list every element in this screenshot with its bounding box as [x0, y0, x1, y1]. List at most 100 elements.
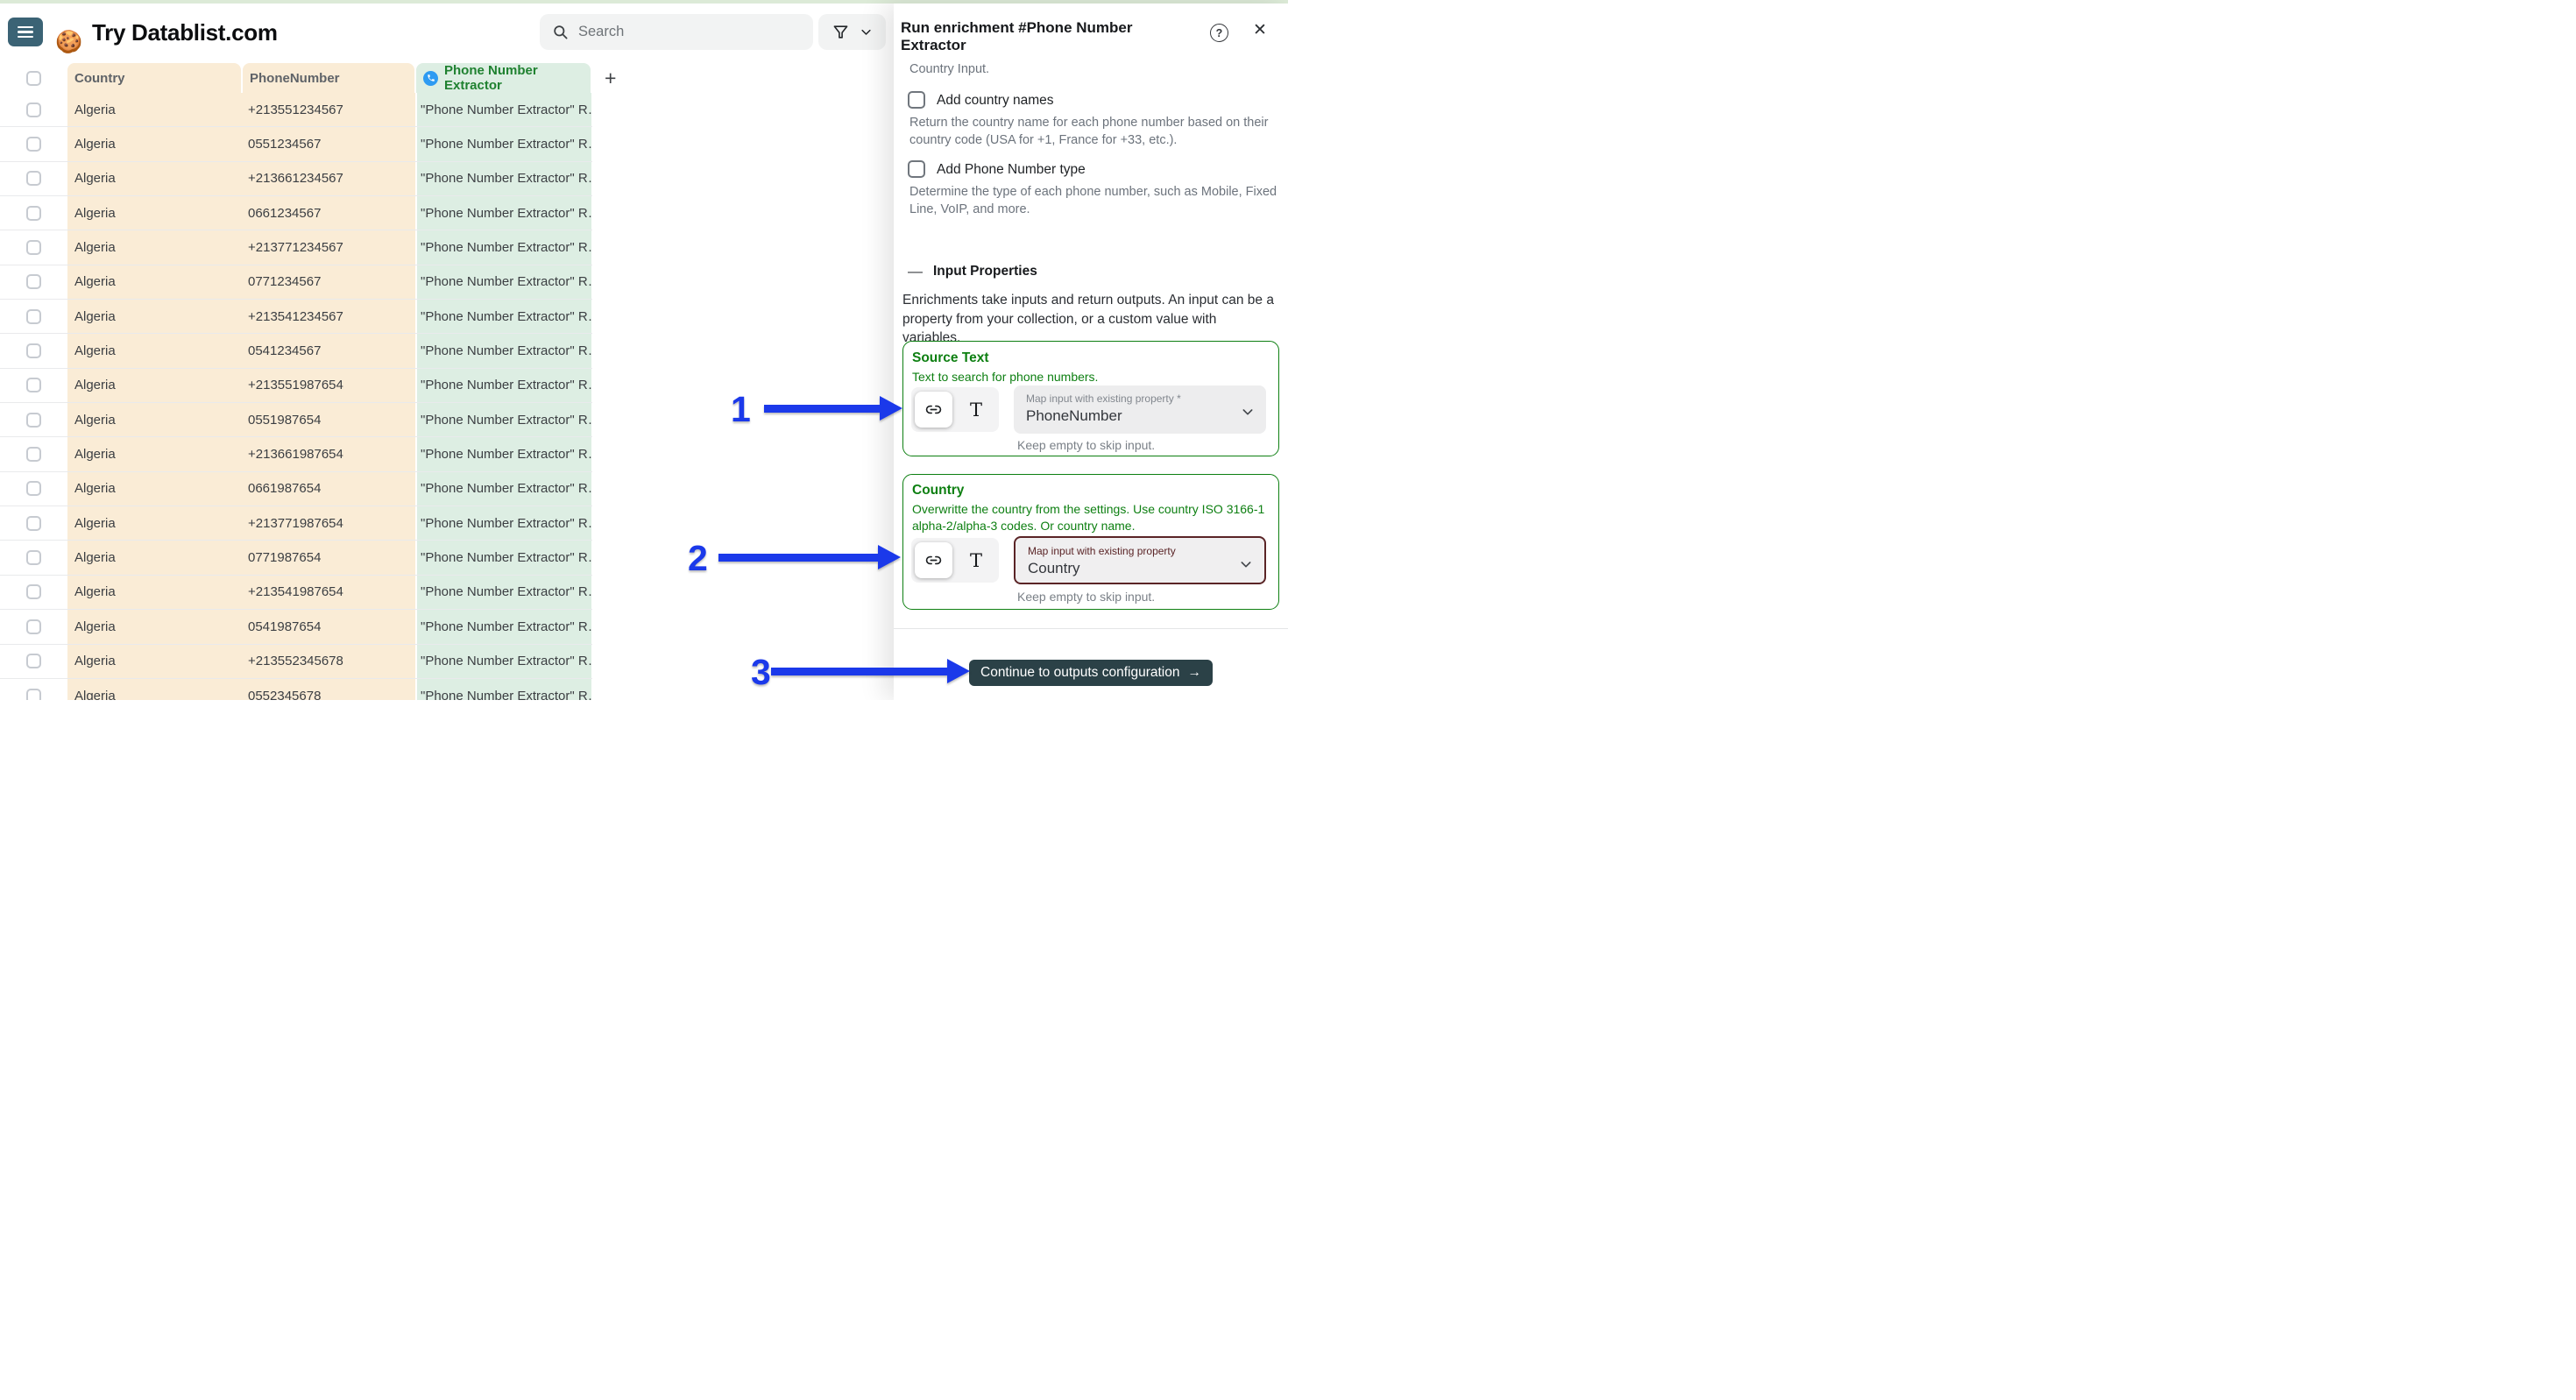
- cell-extractor-result[interactable]: "Phone Number Extractor" R…: [417, 300, 591, 334]
- row-checkbox[interactable]: [25, 619, 41, 634]
- select-all-checkbox[interactable]: [25, 70, 41, 86]
- hamburger-menu-button[interactable]: [8, 18, 43, 46]
- cell-country[interactable]: Algeria: [74, 515, 116, 531]
- cell-extractor-result[interactable]: "Phone Number Extractor" R…: [417, 265, 591, 300]
- row-checkbox[interactable]: [25, 274, 41, 290]
- cell-phonenumber[interactable]: 0551234567: [248, 137, 322, 152]
- input-properties-description: Enrichments take inputs and return outpu…: [902, 293, 1274, 345]
- custom-text-mode-button[interactable]: T: [969, 550, 982, 571]
- custom-text-mode-button[interactable]: T: [969, 399, 982, 421]
- cell-phonenumber[interactable]: +213661234567: [248, 171, 343, 187]
- cell-extractor-result[interactable]: "Phone Number Extractor" R…: [417, 437, 591, 471]
- enrichment-panel: Run enrichment #Phone Number Extractor ?…: [894, 4, 1288, 700]
- cell-country[interactable]: Algeria: [74, 378, 116, 393]
- search-input[interactable]: Search: [540, 14, 813, 50]
- chevron-down-icon: [860, 29, 871, 35]
- cell-country[interactable]: Algeria: [74, 550, 116, 566]
- cell-extractor-result[interactable]: "Phone Number Extractor" R…: [417, 610, 591, 644]
- cell-extractor-result[interactable]: "Phone Number Extractor" R…: [417, 471, 591, 506]
- column-header-extractor[interactable]: Phone Number Extractor: [416, 63, 591, 93]
- row-checkbox[interactable]: [25, 343, 41, 359]
- cell-extractor-result[interactable]: "Phone Number Extractor" R…: [417, 403, 591, 437]
- row-checkbox[interactable]: [25, 447, 41, 463]
- cell-phonenumber[interactable]: 0661987654: [248, 481, 322, 497]
- cell-extractor-result[interactable]: "Phone Number Extractor" R…: [417, 506, 591, 541]
- cell-extractor-result[interactable]: "Phone Number Extractor" R…: [417, 541, 591, 575]
- cell-phonenumber[interactable]: 0541987654: [248, 619, 322, 634]
- cell-extractor-result[interactable]: "Phone Number Extractor" R…: [417, 644, 591, 678]
- cell-phonenumber[interactable]: 0771987654: [248, 550, 322, 566]
- cell-phonenumber[interactable]: 0552345678: [248, 688, 322, 700]
- cell-phonenumber[interactable]: +213771234567: [248, 240, 343, 256]
- add-phone-type-description: Determine the type of each phone number,…: [909, 185, 1277, 216]
- row-checkbox[interactable]: [25, 654, 41, 669]
- cell-country[interactable]: Algeria: [74, 688, 116, 700]
- cell-country[interactable]: Algeria: [74, 343, 116, 359]
- cell-phonenumber[interactable]: +213551987654: [248, 378, 343, 393]
- cell-extractor-result[interactable]: "Phone Number Extractor" R…: [417, 161, 591, 196]
- source-property-select[interactable]: Map input with existing property * Phone…: [1014, 385, 1266, 434]
- row-checkbox[interactable]: [25, 102, 41, 117]
- row-checkbox[interactable]: [25, 481, 41, 497]
- cell-country[interactable]: Algeria: [74, 102, 116, 117]
- cell-phonenumber[interactable]: +213541234567: [248, 308, 343, 324]
- input-properties-section-toggle[interactable]: — Input Properties: [908, 263, 1037, 280]
- row-checkbox[interactable]: [25, 378, 41, 393]
- cell-country[interactable]: Algeria: [74, 447, 116, 463]
- cell-country[interactable]: Algeria: [74, 412, 116, 428]
- row-checkbox[interactable]: [25, 515, 41, 531]
- column-header-country[interactable]: Country: [67, 63, 241, 93]
- cell-phonenumber[interactable]: 0551987654: [248, 412, 322, 428]
- cell-phonenumber[interactable]: +213541987654: [248, 584, 343, 600]
- help-icon[interactable]: ?: [1210, 24, 1228, 42]
- link-icon: [925, 555, 942, 565]
- cell-country[interactable]: Algeria: [74, 274, 116, 290]
- cell-extractor-result[interactable]: "Phone Number Extractor" R…: [417, 127, 591, 161]
- cell-extractor-result[interactable]: "Phone Number Extractor" R…: [417, 575, 591, 610]
- row-checkbox[interactable]: [25, 584, 41, 600]
- cell-country[interactable]: Algeria: [74, 619, 116, 634]
- arrow-right-icon: →: [1187, 665, 1202, 680]
- cell-country[interactable]: Algeria: [74, 584, 116, 600]
- row-checkbox[interactable]: [25, 205, 41, 221]
- cell-phonenumber[interactable]: 0661234567: [248, 205, 322, 221]
- add-column-button[interactable]: +: [605, 67, 617, 89]
- row-checkbox[interactable]: [25, 412, 41, 428]
- row-checkbox[interactable]: [25, 550, 41, 566]
- cell-phonenumber[interactable]: 0771234567: [248, 274, 322, 290]
- map-property-mode-button[interactable]: [915, 392, 952, 428]
- row-checkbox[interactable]: [25, 171, 41, 187]
- cell-country[interactable]: Algeria: [74, 205, 116, 221]
- table-row: Algeria +213661234567 "Phone Number Extr…: [0, 161, 592, 197]
- cell-extractor-result[interactable]: "Phone Number Extractor" R…: [417, 230, 591, 265]
- cell-country[interactable]: Algeria: [74, 240, 116, 256]
- cell-phonenumber[interactable]: 0541234567: [248, 343, 322, 359]
- map-property-mode-button[interactable]: [915, 542, 952, 578]
- cell-extractor-result[interactable]: "Phone Number Extractor" R…: [417, 678, 591, 700]
- row-checkbox[interactable]: [25, 688, 41, 700]
- cell-phonenumber[interactable]: +213552345678: [248, 654, 343, 669]
- close-icon[interactable]: ✕: [1253, 21, 1267, 39]
- row-checkbox[interactable]: [25, 240, 41, 256]
- cell-phonenumber[interactable]: +213771987654: [248, 515, 343, 531]
- cell-country[interactable]: Algeria: [74, 481, 116, 497]
- row-checkbox[interactable]: [25, 137, 41, 152]
- cell-extractor-result[interactable]: "Phone Number Extractor" R…: [417, 334, 591, 368]
- cell-phonenumber[interactable]: +213551234567: [248, 102, 343, 117]
- cell-phonenumber[interactable]: +213661987654: [248, 447, 343, 463]
- continue-button[interactable]: Continue to outputs configuration →: [969, 660, 1213, 686]
- cell-country[interactable]: Algeria: [74, 171, 116, 187]
- cell-country[interactable]: Algeria: [74, 654, 116, 669]
- hamburger-icon: [18, 25, 33, 29]
- column-header-phonenumber[interactable]: PhoneNumber: [243, 63, 414, 93]
- cell-extractor-result[interactable]: "Phone Number Extractor" R…: [417, 196, 591, 230]
- row-checkbox[interactable]: [25, 308, 41, 324]
- add-phone-type-checkbox[interactable]: [908, 160, 925, 178]
- add-country-names-checkbox[interactable]: [908, 91, 925, 109]
- cell-country[interactable]: Algeria: [74, 137, 116, 152]
- cell-extractor-result[interactable]: "Phone Number Extractor" R…: [417, 93, 591, 127]
- cell-country[interactable]: Algeria: [74, 308, 116, 324]
- filter-button[interactable]: [818, 14, 886, 50]
- cell-extractor-result[interactable]: "Phone Number Extractor" R…: [417, 368, 591, 403]
- country-property-select[interactable]: Map input with existing property Country: [1014, 536, 1266, 584]
